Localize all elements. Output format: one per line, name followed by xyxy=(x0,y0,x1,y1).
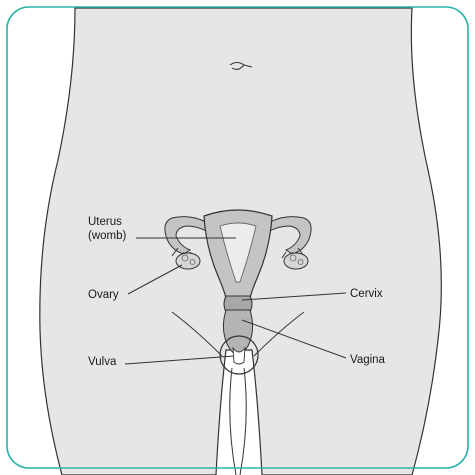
right-inner-leg-line xyxy=(240,368,246,475)
left-inner-leg-line xyxy=(230,368,236,475)
right-ovary xyxy=(284,253,308,269)
label-uterus: Uterus xyxy=(88,216,122,228)
label-vulva: Vulva xyxy=(88,356,117,368)
label-ovary: Ovary xyxy=(88,289,119,301)
label-cervix: Cervix xyxy=(350,288,383,300)
label-womb: (womb) xyxy=(88,230,127,242)
label-vagina: Vagina xyxy=(350,354,386,366)
